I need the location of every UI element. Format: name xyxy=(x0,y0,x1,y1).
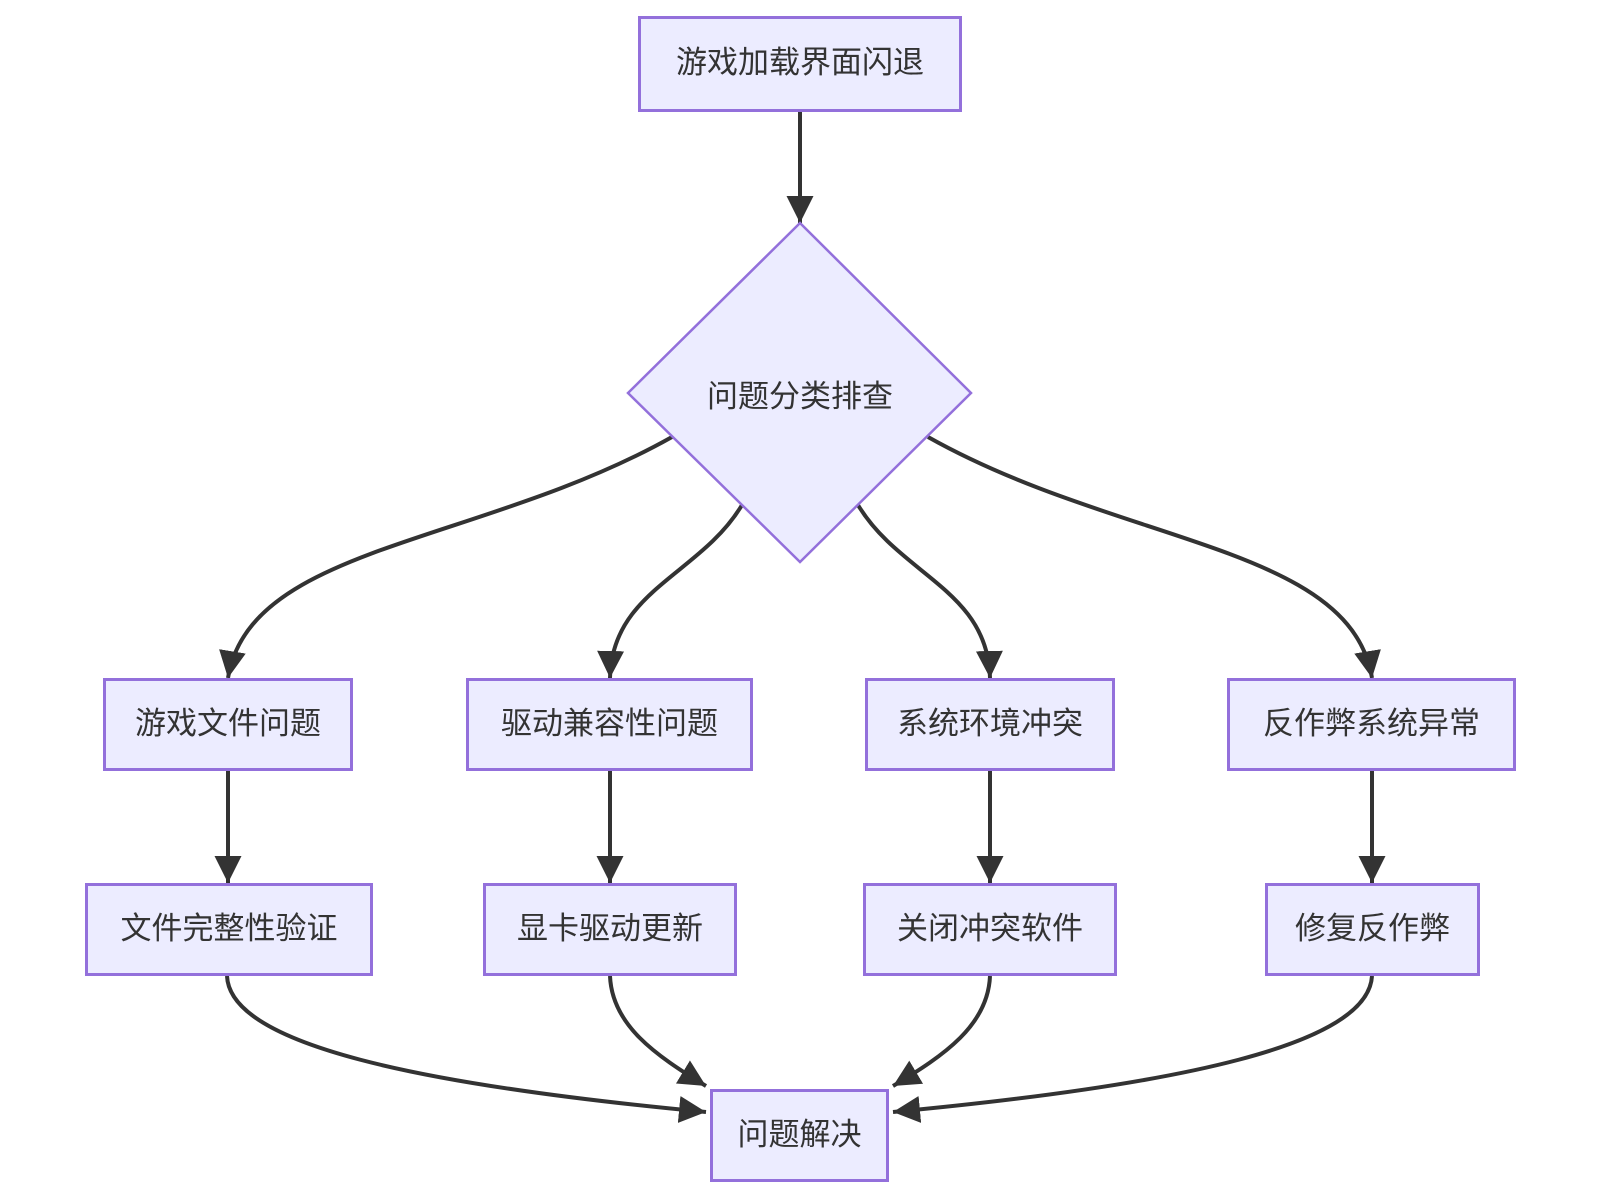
node-label: 显卡驱动更新 xyxy=(517,910,703,947)
edge-action3-to-end xyxy=(891,975,992,1088)
node-label: 游戏加载界面闪退 xyxy=(676,45,924,82)
edge-action2-to-end xyxy=(608,975,708,1088)
node-close-conflict-software: 关闭冲突软件 xyxy=(863,883,1117,976)
node-label: 问题分类排查 xyxy=(707,378,893,415)
node-label: 驱动兼容性问题 xyxy=(501,705,718,742)
node-anticheat-abnormal: 反作弊系统异常 xyxy=(1227,678,1516,771)
node-label: 游戏文件问题 xyxy=(135,705,321,742)
node-game-file-issue: 游戏文件问题 xyxy=(103,678,353,771)
node-driver-compat-issue: 驱动兼容性问题 xyxy=(466,678,753,771)
node-problem-classification: 问题分类排查 xyxy=(628,223,972,563)
edge-action4-to-end xyxy=(892,975,1374,1123)
node-game-loading-crash: 游戏加载界面闪退 xyxy=(638,16,962,112)
node-label: 文件完整性验证 xyxy=(120,910,338,947)
node-label: 系统环境冲突 xyxy=(897,705,1083,742)
node-file-integrity-verify: 文件完整性验证 xyxy=(85,883,373,976)
node-label: 反作弊系统异常 xyxy=(1263,705,1480,742)
node-repair-anticheat: 修复反作弊 xyxy=(1265,883,1480,976)
node-system-env-conflict: 系统环境冲突 xyxy=(865,678,1115,771)
node-label: 修复反作弊 xyxy=(1295,910,1450,947)
edge-action1-to-end xyxy=(225,975,707,1123)
node-label: 关闭冲突软件 xyxy=(897,910,1083,947)
edge-decision-to-branch1 xyxy=(219,435,673,679)
node-problem-solved: 问题解决 xyxy=(710,1089,889,1182)
node-label: 问题解决 xyxy=(737,1116,862,1153)
edge-decision-to-branch3 xyxy=(856,503,1003,679)
node-gpu-driver-update: 显卡驱动更新 xyxy=(483,883,737,976)
edge-decision-to-branch2 xyxy=(597,503,744,679)
decision-diamond-shape xyxy=(626,221,973,564)
edge-decision-to-branch4 xyxy=(927,435,1381,679)
